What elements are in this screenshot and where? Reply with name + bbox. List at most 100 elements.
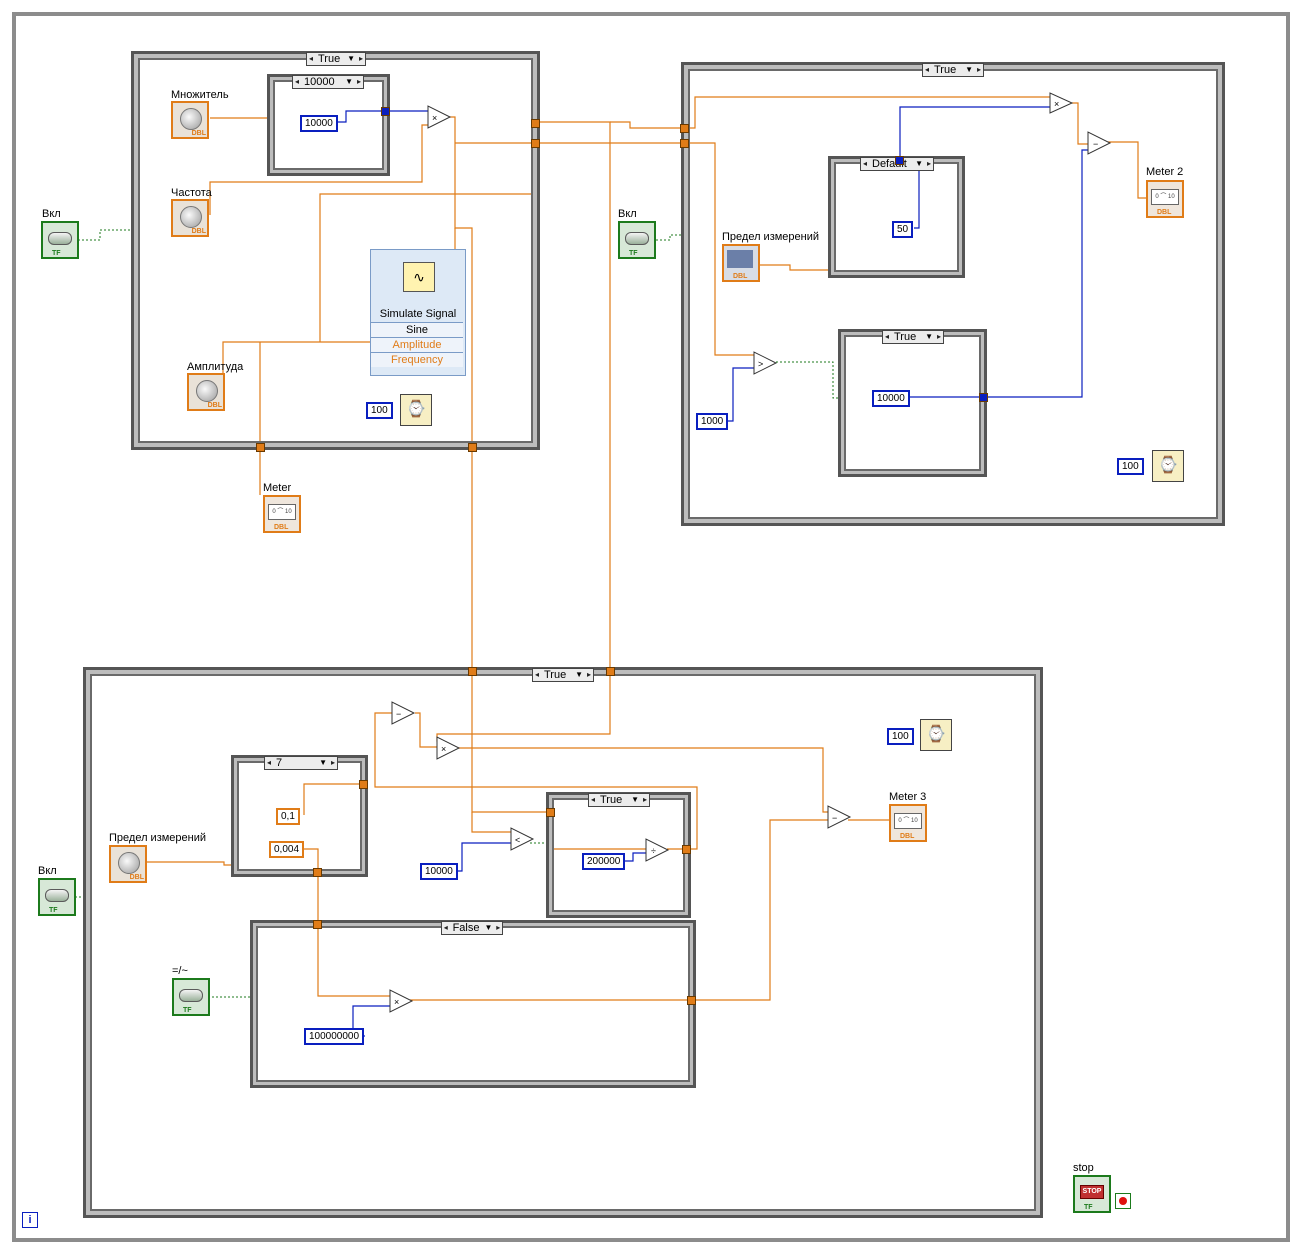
constant-200000[interactable]: 200000	[582, 853, 626, 870]
toggle-enable-c[interactable]: TF	[38, 878, 76, 916]
constant-50[interactable]: 50	[892, 221, 914, 238]
case-structure-c-false[interactable]	[250, 920, 696, 1088]
label-enable-b: Вкл	[618, 208, 637, 220]
case-selector-c[interactable]: ◂ True ▼ ▸	[532, 668, 594, 682]
constant-10000[interactable]: 10000	[300, 115, 338, 132]
prev-case-icon[interactable]: ◂	[443, 923, 448, 932]
prev-case-icon[interactable]: ◂	[308, 54, 313, 63]
knob-multiplier[interactable]: DBL	[171, 101, 209, 139]
meter-gauge-icon: 0 ⌒ 10	[268, 504, 296, 520]
svg-text:×: ×	[441, 744, 446, 754]
greater-node-b[interactable]	[753, 351, 778, 375]
less-node-c[interactable]	[510, 827, 535, 851]
svg-text:−: −	[396, 709, 401, 719]
constant-10000-b[interactable]: 10000	[872, 390, 910, 407]
multiply-node-a[interactable]	[427, 105, 452, 129]
toggle-enable-b[interactable]: TF	[618, 221, 656, 259]
chevron-down-icon[interactable]: ▼	[631, 795, 639, 804]
chevron-down-icon[interactable]: ▼	[484, 923, 493, 932]
simulate-signal-express-vi[interactable]: ∿ Simulate Signal Sine Amplitude Frequen…	[370, 249, 466, 376]
subtract-node-c1[interactable]	[391, 701, 416, 725]
svg-text:−: −	[832, 813, 837, 823]
constant-100000000[interactable]: 100000000	[304, 1028, 365, 1045]
knob-amplitude[interactable]: DBL	[187, 373, 225, 411]
next-case-icon[interactable]: ▸	[936, 332, 941, 341]
prev-case-icon[interactable]: ◂	[590, 795, 595, 804]
chevron-down-icon[interactable]: ▼	[345, 77, 353, 86]
chevron-down-icon[interactable]: ▼	[575, 670, 583, 679]
chevron-down-icon[interactable]: ▼	[925, 332, 933, 341]
case-selector-b[interactable]: ◂ True ▼ ▸	[922, 63, 984, 77]
ring-scale-icon	[727, 250, 753, 268]
svg-text:×: ×	[1054, 99, 1059, 109]
wait-ms-icon[interactable]: ⌚	[1152, 450, 1184, 482]
toggle-switch-icon	[179, 989, 203, 1002]
knob-range-c[interactable]: DBL	[109, 845, 147, 883]
next-case-icon[interactable]: ▸	[330, 758, 335, 767]
next-case-icon[interactable]: ▸	[642, 795, 647, 804]
info-icon[interactable]: i	[22, 1212, 38, 1228]
subtract-node-c2[interactable]	[827, 805, 852, 829]
case-selector-a[interactable]: ◂ True ▼ ▸	[306, 52, 366, 66]
sig-frequency-row[interactable]: Frequency	[371, 352, 463, 367]
case-selector-b-true[interactable]: ◂ True ▼ ▸	[882, 330, 944, 344]
next-case-icon[interactable]: ▸	[496, 923, 501, 932]
constant-0-1[interactable]: 0,1	[276, 808, 300, 825]
next-case-icon[interactable]: ▸	[356, 77, 361, 86]
next-case-icon[interactable]: ▸	[926, 159, 931, 168]
label-meter2: Meter 2	[1146, 166, 1184, 178]
tunnel	[313, 920, 322, 929]
case-selector-c-true[interactable]: ◂ True ▼ ▸	[588, 793, 650, 807]
case-selector-c-seven[interactable]: ◂ 7 ▼ ▸	[264, 756, 338, 770]
multiply-node-b[interactable]	[1049, 92, 1074, 114]
toggle-enable-a[interactable]: TF	[41, 221, 79, 259]
knob-frequency[interactable]: DBL	[171, 199, 209, 237]
prev-case-icon[interactable]: ◂	[534, 670, 539, 679]
next-case-icon[interactable]: ▸	[358, 54, 363, 63]
tunnel	[979, 393, 988, 402]
chevron-down-icon[interactable]: ▼	[319, 758, 327, 767]
sig-mode-row[interactable]: Sine	[371, 322, 463, 337]
prev-case-icon[interactable]: ◂	[884, 332, 889, 341]
slider-range-b[interactable]: DBL	[722, 244, 760, 282]
chevron-down-icon[interactable]: ▼	[347, 54, 355, 63]
case-selector-a-inner[interactable]: ◂ 10000 ▼ ▸	[292, 75, 364, 89]
tunnel	[359, 780, 368, 789]
label-multiplier: Множитель	[171, 89, 229, 101]
multiply-node-c2[interactable]	[389, 989, 414, 1013]
case-structure-b-true[interactable]	[838, 329, 987, 477]
constant-10000-c[interactable]: 10000	[420, 863, 458, 880]
prev-case-icon[interactable]: ◂	[862, 159, 867, 168]
wait-ms-icon[interactable]: ⌚	[400, 394, 432, 426]
toggle-ac-dc[interactable]: TF	[172, 978, 210, 1016]
label-enable-c: Вкл	[38, 865, 57, 877]
wait-ms-icon[interactable]: ⌚	[920, 719, 952, 751]
sig-amplitude-row[interactable]: Amplitude	[371, 337, 463, 352]
prev-case-icon[interactable]: ◂	[266, 758, 271, 767]
wait-constant-b[interactable]: 100	[1117, 458, 1144, 475]
subtract-node-b[interactable]	[1087, 131, 1112, 155]
case-selector-c-false[interactable]: ◂ False ▼ ▸	[441, 921, 503, 935]
tunnel	[256, 443, 265, 452]
multiply-node-c[interactable]	[436, 736, 461, 760]
svg-text:÷: ÷	[651, 846, 656, 856]
loop-condition-icon[interactable]	[1115, 1193, 1131, 1209]
chevron-down-icon[interactable]: ▼	[915, 159, 923, 168]
next-case-icon[interactable]: ▸	[976, 65, 981, 74]
constant-1000[interactable]: 1000	[696, 413, 729, 430]
constant-0-004[interactable]: 0,004	[269, 841, 305, 858]
next-case-icon[interactable]: ▸	[586, 670, 591, 679]
chevron-down-icon[interactable]: ▼	[965, 65, 973, 74]
wait-constant-a[interactable]: 100	[366, 402, 393, 419]
svg-text:>: >	[758, 359, 763, 369]
prev-case-icon[interactable]: ◂	[294, 77, 299, 86]
prev-case-icon[interactable]: ◂	[924, 65, 929, 74]
divide-node-c[interactable]	[645, 838, 670, 862]
svg-text:−: −	[1093, 139, 1098, 149]
tunnel	[313, 868, 322, 877]
case-structure-b-default[interactable]	[828, 156, 965, 278]
wait-constant-c[interactable]: 100	[887, 728, 914, 745]
